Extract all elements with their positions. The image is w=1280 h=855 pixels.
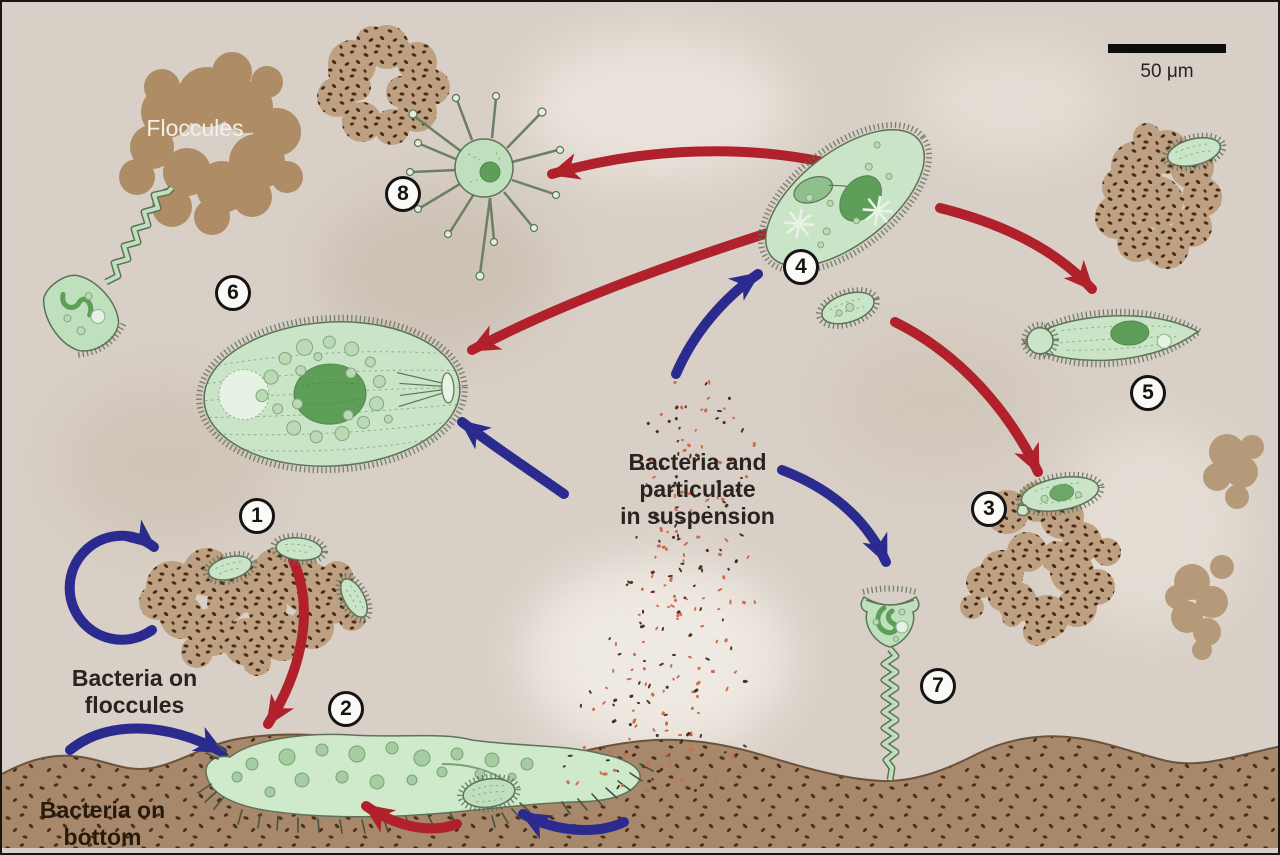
blue-arrow-suspension-to-4 <box>671 269 763 379</box>
suspension-label-line2: particulate <box>639 476 756 502</box>
feeding-arrows <box>64 146 1097 757</box>
suspension-label-line1: Bacteria and <box>628 449 767 475</box>
suspension-label-line3: in suspension <box>620 503 775 529</box>
scale-bar-label: 50 μm <box>1140 61 1194 82</box>
bacteria-on-floccules-line2: floccules <box>84 692 185 718</box>
ciliate-2 <box>197 733 654 834</box>
bacteria-on-bottom-line2: bottom <box>63 824 142 850</box>
blue-arrow-suspension-to-7 <box>777 465 891 567</box>
suspension-label: Bacteria and particulate in suspension <box>590 449 805 530</box>
oral-funnel <box>396 371 455 408</box>
suctorian-8 <box>405 91 565 281</box>
marker-3: 3 <box>971 491 1007 527</box>
floccules-label: Floccules <box>146 115 244 141</box>
blue-arrow-floccule-cycle <box>64 519 159 645</box>
ciliate-6 <box>196 314 468 474</box>
blue-arrow-suspension-to-6 <box>457 417 569 499</box>
marker-5: 5 <box>1130 375 1166 411</box>
marker-1: 1 <box>239 498 275 534</box>
blue-arrow-bottom-to-ciliate <box>518 809 629 840</box>
small-ciliate-near-4 <box>816 287 880 329</box>
bacteria-on-floccules-label: Bacteria on floccules <box>27 665 242 719</box>
scale-bar <box>1108 44 1226 53</box>
bottom-sediment <box>2 733 1278 853</box>
ciliate-4 <box>757 121 933 275</box>
red-arrow-1-to-2 <box>263 555 309 729</box>
small-ciliate-cirri <box>491 802 530 828</box>
marker-2: 2 <box>328 691 364 727</box>
floccule-of-ciliates-1 <box>139 544 366 676</box>
bottom-arrows <box>361 801 629 840</box>
red-arrow-4-to-8 <box>547 146 853 180</box>
red-arrow-4-to-5 <box>935 203 1097 294</box>
marker-6: 6 <box>215 275 251 311</box>
bacteria-on-floccules-line1: Bacteria on <box>71 665 198 691</box>
marker-7: 7 <box>920 668 956 704</box>
marker-8: 8 <box>385 176 421 212</box>
bacteria-on-bottom-label: Bacteria on bottom <box>10 797 195 851</box>
marker-4: 4 <box>783 249 819 285</box>
floccule-right-small <box>1165 434 1264 660</box>
vorticellid-7 <box>860 585 920 781</box>
small-ciliate-on-bottom <box>457 773 521 813</box>
ciliate-3 <box>1015 471 1105 517</box>
blue-arrow-to-2 <box>65 723 227 757</box>
ciliate-on-floccule-top-right <box>1161 132 1227 172</box>
red-arrow-bottom-to-2 <box>361 801 462 834</box>
ciliates-on-floccule-1 <box>202 532 373 623</box>
stalked-ciliate-on-floccule <box>42 185 175 358</box>
floccule-top-left <box>119 52 303 235</box>
red-arrow-to-3 <box>890 317 1043 477</box>
bacteria-on-bottom-line1: Bacteria on <box>39 797 166 823</box>
ciliate-5 <box>1019 308 1206 368</box>
